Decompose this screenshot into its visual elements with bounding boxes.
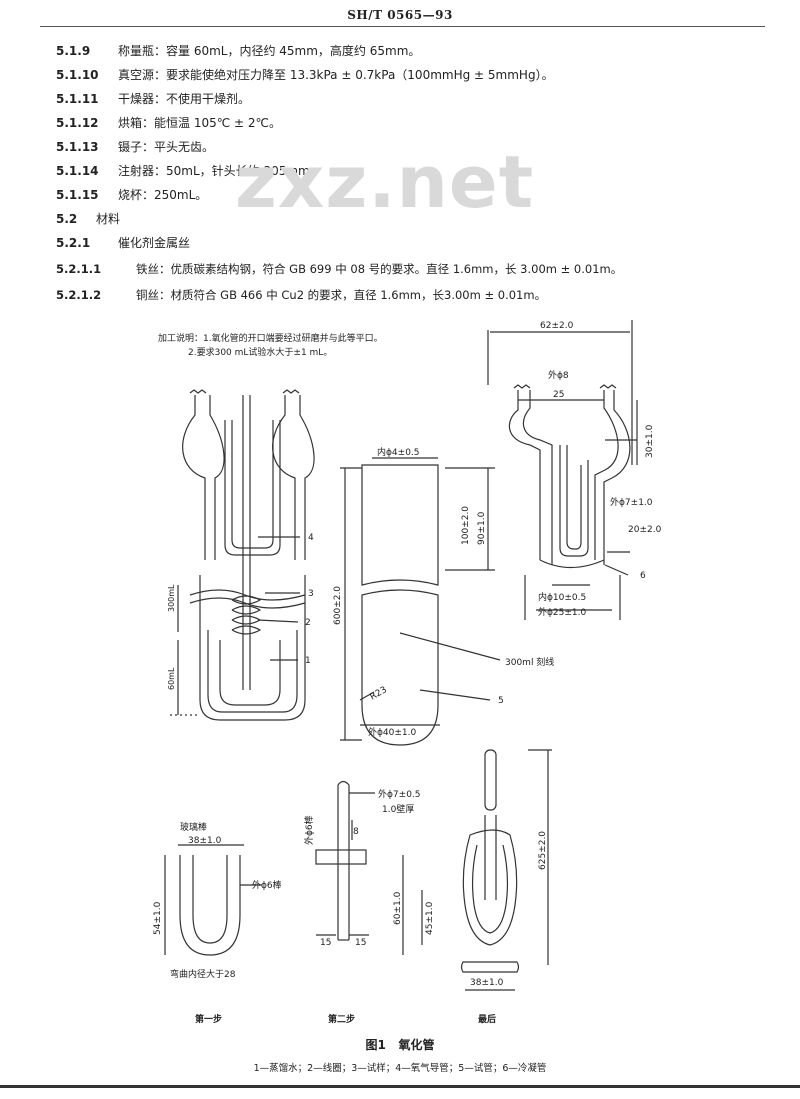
figure-number: 图1: [365, 1038, 386, 1052]
step2-right15: 15: [355, 938, 366, 948]
tube-neck: 100±2.0: [461, 506, 471, 545]
callout-4: 4: [308, 533, 314, 543]
condenser-width: 62±2.0: [540, 321, 574, 331]
step2-side-label: 外ϕ6棒: [303, 815, 315, 845]
condenser-outer25: 外ϕ25±1.0: [538, 606, 587, 618]
tube-outer-dia: 外ϕ40±1.0: [368, 726, 417, 738]
document-header: SH/T 0565—93: [347, 8, 453, 22]
header-rule: [40, 26, 765, 27]
condenser-h30: 30±1.0: [645, 424, 655, 458]
step1-width: 38±1.0: [188, 836, 222, 846]
callout-2: 2: [305, 618, 311, 628]
step1-height: 54±1.0: [153, 901, 163, 935]
dim-60ml: 60mL: [167, 667, 176, 690]
step1-rod-label: 玻璃棒: [180, 821, 207, 833]
condenser-span25: 25: [553, 390, 564, 400]
watermark: zxz.net: [235, 140, 535, 224]
tube-neck2: 90±1.0: [477, 511, 487, 545]
condenser-outer8: 外ϕ8: [548, 369, 569, 381]
step1-bend-note: 弯曲内径大于28: [170, 968, 236, 980]
final-width: 38±1.0: [470, 978, 504, 988]
figure-1-oxidation-tube: 加工说明：1.氧化管的开口端要经过研磨并与此等平口。 2.要求300 mL试验水…: [153, 320, 662, 1025]
step2-wall: 1.0壁厚: [382, 803, 414, 815]
figure-notes-line1: 加工说明：1.氧化管的开口端要经过研磨并与此等平口。: [158, 332, 383, 344]
figure-notes-line2: 2.要求300 mL试验水大于±1 mL。: [188, 346, 332, 358]
final-h625: 625±2.0: [538, 831, 548, 870]
figure-legend: 1—蒸馏水；2—线圈；3—试样；4—氧气导管；5—试管；6—冷凝管: [253, 1063, 547, 1074]
final-caption: 最后: [478, 1013, 496, 1025]
figure-title: 氧化管: [398, 1038, 435, 1052]
tube-radius: R23: [369, 685, 389, 703]
condenser-outer7: 外ϕ7±1.0: [610, 496, 653, 508]
step2-h60: 60±1.0: [393, 891, 403, 925]
final-h45: 45±1.0: [425, 901, 435, 935]
callout-1: 1: [305, 656, 311, 666]
step2-outer-dia: 外ϕ7±0.5: [378, 788, 421, 800]
step1-rod-dia: 外ϕ6棒: [252, 879, 282, 891]
tube-mark-300ml: 300ml 刻线: [505, 656, 554, 668]
condenser-inner10: 内ϕ10±0.5: [538, 591, 586, 603]
step1-caption: 第一步: [195, 1013, 222, 1025]
callout-5: 5: [498, 696, 504, 706]
test-tube-drawing: [340, 457, 501, 746]
condenser-d20: 20±2.0: [628, 525, 662, 535]
dim-300ml: 300mL: [167, 584, 176, 612]
step1-drawing: [164, 844, 262, 956]
final-drawing: [421, 749, 552, 991]
figure-caption: 图1 氧化管: [0, 1036, 800, 1053]
callout-6: 6: [640, 571, 646, 581]
assembly-drawing: [170, 389, 315, 721]
step2-drawing: [315, 780, 404, 955]
footer-rule: [0, 1085, 800, 1088]
callout-3: 3: [308, 589, 314, 599]
tube-inner-dia: 内ϕ4±0.5: [377, 446, 420, 458]
step2-caption: 第二步: [328, 1013, 355, 1025]
step2-len8: 8: [353, 827, 359, 837]
tube-height: 600±2.0: [333, 586, 343, 625]
step2-left15: 15: [320, 938, 331, 948]
condenser-drawing: [487, 320, 638, 620]
